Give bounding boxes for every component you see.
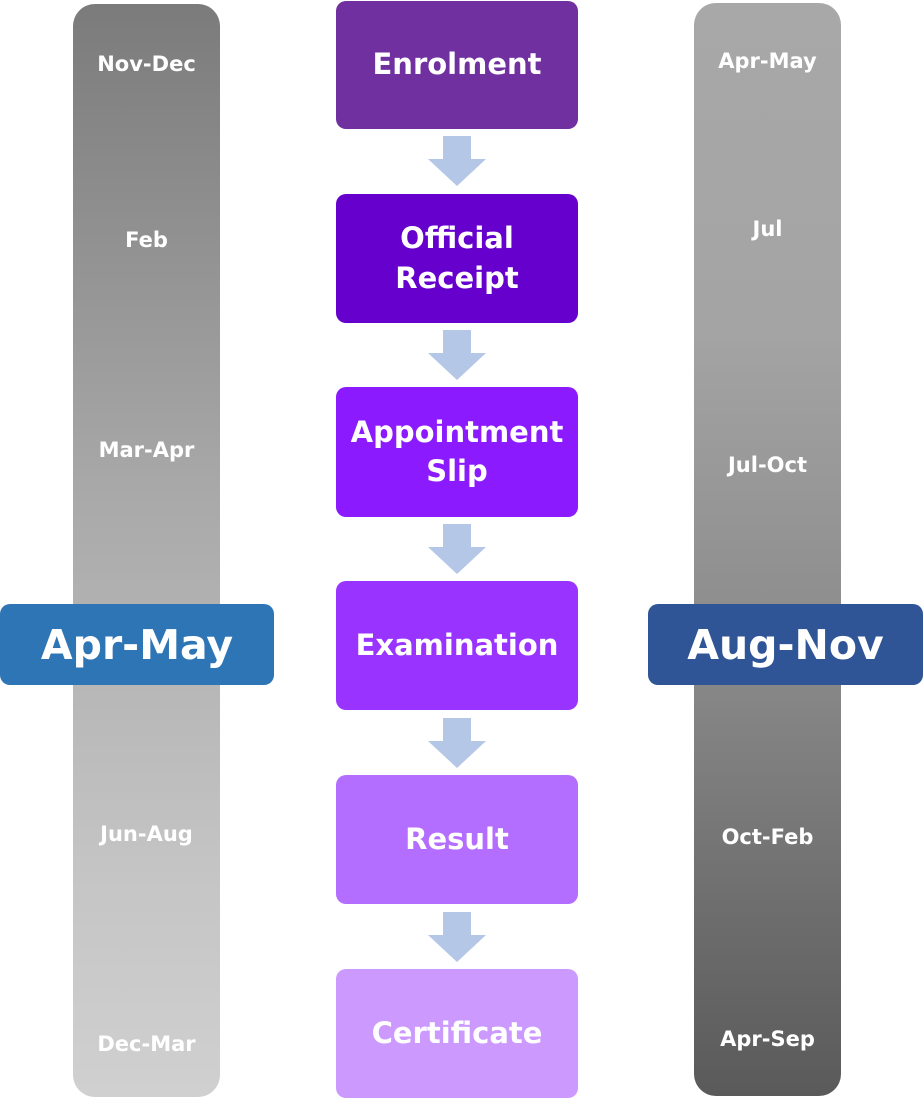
right-column-label: Jul [752,217,783,241]
left-column-label: Jun-Aug [100,822,193,846]
step-enrolment: Enrolment [336,1,578,129]
down-arrow-icon [428,912,486,962]
right-column-label: Jul-Oct [727,453,808,477]
left-column-label: Nov-Dec [97,52,196,76]
step-official-receipt: Official Receipt [336,194,578,323]
right-column-label: Apr-Sep [720,1027,815,1051]
right-column-label: Apr-May [718,49,817,73]
left-timeline-column: Nov-Dec Feb Mar-Apr Jun-Aug Dec-Mar [73,4,220,1097]
left-column-label: Dec-Mar [97,1032,196,1056]
right-period-box: Aug-Nov [648,604,923,685]
down-arrow-icon [428,330,486,380]
down-arrow-icon [428,718,486,768]
right-column-label: Oct-Feb [721,825,814,849]
step-appointment-slip: Appointment Slip [336,387,578,517]
step-result: Result [336,775,578,904]
down-arrow-icon [428,524,486,574]
left-period-box: Apr-May [0,604,274,685]
left-column-label: Feb [125,228,168,252]
right-timeline-column: Apr-May Jul Jul-Oct Oct-Feb Apr-Sep [694,3,841,1096]
down-arrow-icon [428,136,486,186]
step-certificate: Certificate [336,969,578,1098]
step-examination: Examination [336,581,578,710]
left-column-label: Mar-Apr [98,438,195,462]
